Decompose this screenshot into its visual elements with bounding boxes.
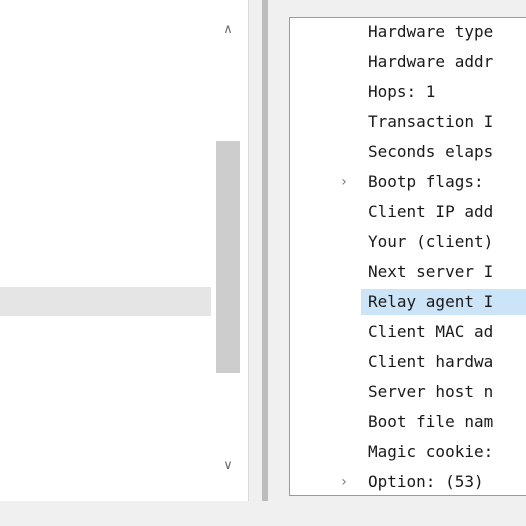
tree-row[interactable]: Boot file nam xyxy=(290,408,526,435)
tree-row-label: Next server I xyxy=(368,262,494,281)
tree-row[interactable]: Your (client) xyxy=(290,228,526,255)
tree-row[interactable]: Hops: 1 xyxy=(290,78,526,105)
pane-splitter[interactable] xyxy=(262,0,268,501)
tree-row-label: Hops: 1 xyxy=(368,82,436,101)
scroll-down-icon[interactable]: ∨ xyxy=(223,457,233,473)
tree-row[interactable]: Hardware type xyxy=(290,18,526,45)
tree-row-label: Transaction I xyxy=(368,112,494,131)
scrollbar-thumb[interactable] xyxy=(216,141,240,373)
chevron-right-icon[interactable]: › xyxy=(341,173,347,190)
tree-row-label: Your (client) xyxy=(368,232,494,251)
chevron-right-icon[interactable]: › xyxy=(341,473,347,490)
tree-row-label: Client MAC ad xyxy=(368,322,494,341)
tree-row[interactable]: Server host n xyxy=(290,378,526,405)
tree-row[interactable]: › Option: (53) xyxy=(290,468,526,495)
tree-row-label: Relay agent I xyxy=(368,292,494,311)
tree-row[interactable]: Transaction I xyxy=(290,108,526,135)
tree-row[interactable]: Seconds elaps xyxy=(290,138,526,165)
tree-row[interactable]: Magic cookie: xyxy=(290,438,526,465)
status-area xyxy=(0,501,526,526)
selected-packet-row[interactable] xyxy=(0,287,211,316)
tree-row-label: Hardware type xyxy=(368,22,494,41)
tree-row[interactable]: Relay agent I xyxy=(290,288,526,315)
tree-row-label: Boot file nam xyxy=(368,412,494,431)
tree-row[interactable]: Client IP add xyxy=(290,198,526,225)
tree-row-label: Seconds elaps xyxy=(368,142,494,161)
packet-list-pane[interactable]: ∧ ∨ xyxy=(0,0,249,502)
tree-row[interactable]: › Bootp flags: xyxy=(290,168,526,195)
vertical-scrollbar[interactable]: ∧ ∨ xyxy=(216,17,240,477)
tree-row-label: Option: (53) xyxy=(368,472,484,491)
tree-row-label: Client IP add xyxy=(368,202,494,221)
tree-row-label: Bootp flags: xyxy=(368,172,484,191)
tree-row-label: Hardware addr xyxy=(368,52,494,71)
tree-row[interactable]: Next server I xyxy=(290,258,526,285)
tree-row[interactable]: Client MAC ad xyxy=(290,318,526,345)
selection-highlight xyxy=(361,289,526,315)
tree-row-label: Client hardwa xyxy=(368,352,494,371)
scroll-up-icon[interactable]: ∧ xyxy=(223,21,233,37)
tree-row-label: Magic cookie: xyxy=(368,442,494,461)
tree-row[interactable]: Client hardwa xyxy=(290,348,526,375)
tree-row-label: Server host n xyxy=(368,382,494,401)
tree-row[interactable]: Hardware addr xyxy=(290,48,526,75)
